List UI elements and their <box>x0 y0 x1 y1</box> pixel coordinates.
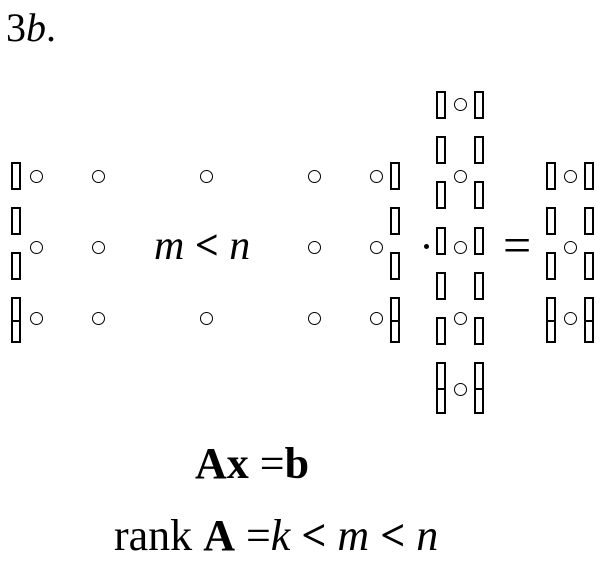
eq1-A: A <box>195 439 227 488</box>
vector-bracket-glyph <box>584 162 594 190</box>
vector-bracket-glyph <box>546 252 556 280</box>
vector-bracket-glyph <box>474 227 484 255</box>
eq2-lt1: < <box>301 511 327 560</box>
left-bracket-mid-glyph <box>11 207 21 235</box>
right-bracket-bottom-glyph <box>390 297 400 343</box>
eq1-b: b <box>284 439 310 488</box>
vector-entry <box>454 170 467 183</box>
matrix-entry <box>370 170 383 183</box>
vector-bracket-glyph <box>436 136 446 164</box>
vector-bracket-glyph <box>436 91 446 119</box>
eq1-x: x <box>226 439 249 488</box>
dim-m: m <box>154 223 185 269</box>
title-number: 3 <box>6 5 26 50</box>
vector-entry <box>564 312 577 325</box>
matrix-entry <box>200 170 213 183</box>
multiply-dot <box>424 244 429 249</box>
dim-n: n <box>229 223 251 269</box>
vector-bracket-glyph <box>474 272 484 300</box>
equals-sign: = <box>503 217 532 273</box>
right-bracket-mid-glyph <box>390 252 400 280</box>
matrix-entry <box>92 241 105 254</box>
matrix-entry <box>30 241 43 254</box>
matrix-entry <box>200 312 213 325</box>
left-bracket-mid-glyph <box>11 252 21 280</box>
eq2-m: m <box>337 511 370 560</box>
matrix-entry <box>92 312 105 325</box>
vector-entry <box>564 170 577 183</box>
vector-bracket-glyph <box>584 252 594 280</box>
vector-entry <box>454 98 467 111</box>
matrix-entry <box>30 312 43 325</box>
eq2-A: A <box>203 511 235 560</box>
vector-bracket-glyph <box>474 136 484 164</box>
left-bracket-top-glyph <box>11 162 21 190</box>
equation-rank: rank A =k < m < n <box>114 508 438 564</box>
vector-bracket-glyph <box>474 362 484 414</box>
section-title: 3b. <box>6 4 56 52</box>
matrix-entry <box>370 241 383 254</box>
eq1-eq: = <box>259 439 285 488</box>
vector-bracket-glyph <box>584 297 594 343</box>
left-bracket-bottom-glyph <box>11 297 21 343</box>
title-punct: . <box>46 5 56 50</box>
eq2-n: n <box>416 511 439 560</box>
vector-bracket-glyph <box>546 207 556 235</box>
vector-entry <box>454 383 467 396</box>
matrix-entry <box>308 170 321 183</box>
vector-bracket-glyph <box>474 317 484 345</box>
matrix-entry <box>92 170 105 183</box>
vector-bracket-glyph <box>436 272 446 300</box>
eq2-eq: = <box>245 511 271 560</box>
title-letter: b <box>26 5 46 50</box>
eq2-lt2: < <box>380 511 406 560</box>
vector-bracket-glyph <box>436 317 446 345</box>
vector-bracket-glyph <box>474 181 484 209</box>
vector-bracket-glyph <box>584 207 594 235</box>
vector-entry <box>454 312 467 325</box>
vector-bracket-glyph <box>436 227 446 255</box>
right-bracket-mid-glyph <box>390 207 400 235</box>
equation-ax-b: Ax =b <box>195 436 309 492</box>
vector-bracket-glyph <box>436 362 446 414</box>
dim-lt: < <box>194 223 219 269</box>
vector-bracket-glyph <box>474 91 484 119</box>
matrix-entry <box>308 241 321 254</box>
matrix-entry <box>30 170 43 183</box>
vector-bracket-glyph <box>546 162 556 190</box>
matrix-dimension-label: m < n <box>154 220 250 272</box>
matrix-entry <box>308 312 321 325</box>
vector-bracket-glyph <box>436 181 446 209</box>
vector-entry <box>454 241 467 254</box>
vector-bracket-glyph <box>546 297 556 343</box>
vector-entry <box>564 241 577 254</box>
eq2-k: k <box>270 511 291 560</box>
matrix-entry <box>370 312 383 325</box>
eq2-rank: rank <box>114 511 193 560</box>
right-bracket-top-glyph <box>390 162 400 190</box>
